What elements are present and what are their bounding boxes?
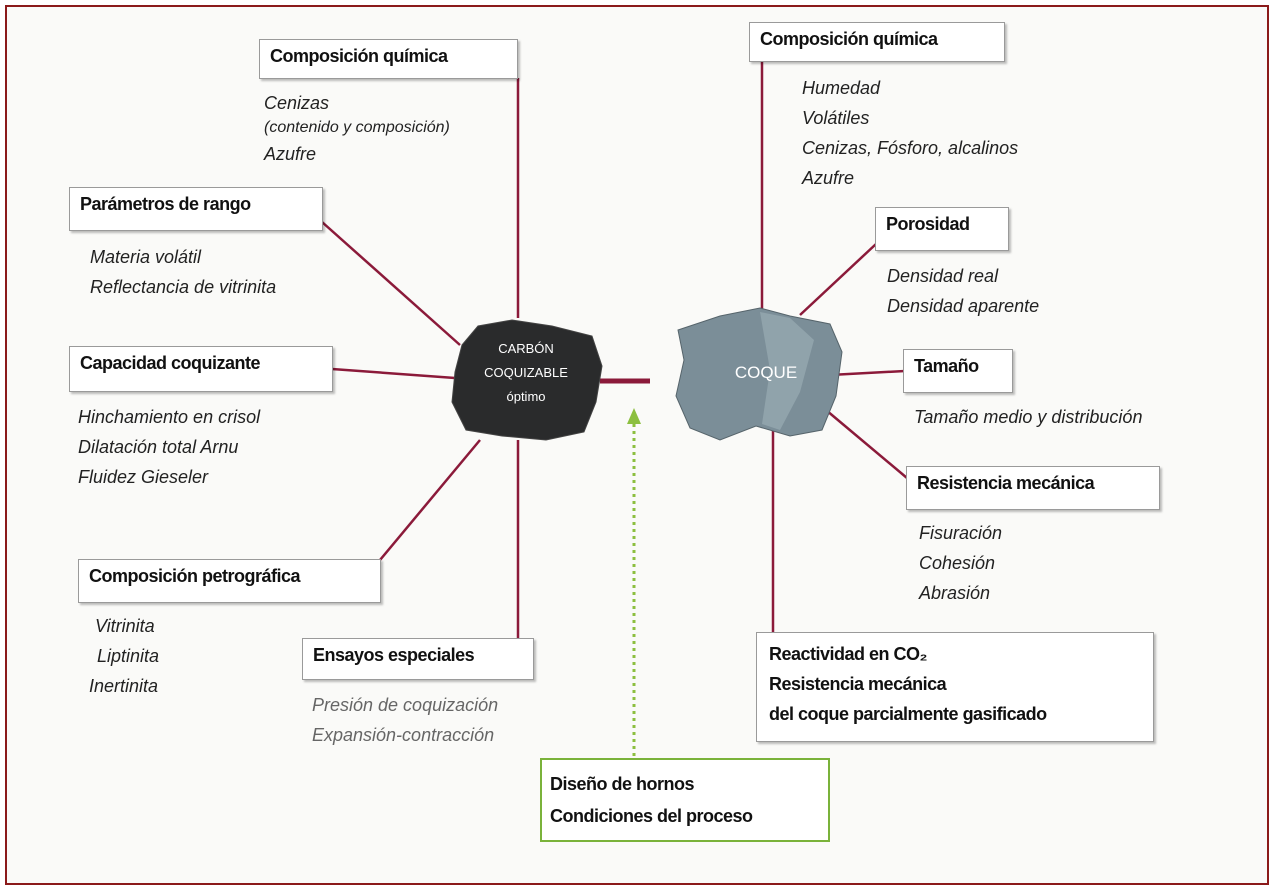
list-item: Azufre: [264, 140, 450, 168]
list-item: Expansión-contracción: [312, 720, 498, 750]
connector-coking: [332, 369, 455, 378]
process-line: Condiciones del proceso: [550, 800, 820, 832]
list-item: (contenido y composición): [264, 116, 450, 140]
list-item: Tamaño medio y distribución: [914, 402, 1142, 432]
coal-label: CARBÓN COQUIZABLE óptimo: [456, 337, 596, 409]
reactivity-line: Resistencia mecánica: [769, 669, 1141, 699]
rank-items: Materia volátil Reflectancia de vitrinit…: [90, 242, 276, 302]
box-coking: Capacidad coquizante: [69, 346, 333, 392]
box-size: Tamaño: [903, 349, 1013, 393]
coal-label-line: CARBÓN: [456, 337, 596, 361]
list-item: Fluidez Gieseler: [78, 462, 260, 492]
box-reactivity: Reactividad en CO₂ Resistencia mecánica …: [756, 632, 1154, 742]
connector-porosity: [800, 244, 876, 315]
connector-petro: [380, 440, 480, 560]
list-item: Vitrinita: [95, 611, 159, 641]
porosity-items: Densidad real Densidad aparente: [887, 261, 1039, 321]
list-item: Volátiles: [802, 103, 1018, 133]
connector-size: [830, 371, 905, 375]
box-porosity: Porosidad: [875, 207, 1009, 251]
left-chem-items: Cenizas (contenido y composición) Azufre: [264, 90, 450, 168]
coking-items: Hinchamiento en crisol Dilatación total …: [78, 402, 260, 492]
box-petro: Composición petrográfica: [78, 559, 381, 603]
box-special: Ensayos especiales: [302, 638, 534, 680]
list-item: Densidad real: [887, 261, 1039, 291]
list-item: Fisuración: [919, 518, 1002, 548]
coal-label-line: óptimo: [456, 385, 596, 409]
list-item: Humedad: [802, 73, 1018, 103]
list-item: Presión de coquización: [312, 690, 498, 720]
list-item: Cenizas: [264, 90, 450, 116]
box-rank: Parámetros de rango: [69, 187, 323, 231]
list-item: Reflectancia de vitrinita: [90, 272, 276, 302]
list-item: Azufre: [802, 163, 1018, 193]
list-item: Densidad aparente: [887, 291, 1039, 321]
coke-label: COQUE: [716, 364, 816, 382]
coal-label-line: COQUIZABLE: [456, 361, 596, 385]
special-items: Presión de coquización Expansión-contrac…: [312, 690, 498, 750]
list-item: Cenizas, Fósforo, alcalinos: [802, 133, 1018, 163]
list-item: Materia volátil: [90, 242, 276, 272]
list-item: Abrasión: [919, 578, 1002, 608]
size-items: Tamaño medio y distribución: [914, 402, 1142, 432]
list-item: Inertinita: [89, 671, 159, 701]
connector-rank: [322, 222, 460, 345]
list-item: Cohesión: [919, 548, 1002, 578]
process-line: Diseño de hornos: [550, 768, 820, 800]
reactivity-line: Reactividad en CO₂: [769, 639, 1141, 669]
right-chem-items: Humedad Volátiles Cenizas, Fósforo, alca…: [802, 73, 1018, 193]
petro-items: Vitrinita Liptinita Inertinita: [95, 611, 159, 701]
box-process: Diseño de hornos Condiciones del proceso: [540, 758, 830, 842]
connector-mech: [820, 405, 907, 478]
list-item: Hinchamiento en crisol: [78, 402, 260, 432]
process-arrow-head: [627, 408, 641, 424]
reactivity-line: del coque parcialmente gasificado: [769, 699, 1141, 729]
list-item: Liptinita: [95, 641, 159, 671]
box-left-chem: Composición química: [259, 39, 518, 79]
mech-items: Fisuración Cohesión Abrasión: [919, 518, 1002, 608]
list-item: Dilatación total Arnu: [78, 432, 260, 462]
box-mech: Resistencia mecánica: [906, 466, 1160, 510]
box-right-chem: Composición química: [749, 22, 1005, 62]
